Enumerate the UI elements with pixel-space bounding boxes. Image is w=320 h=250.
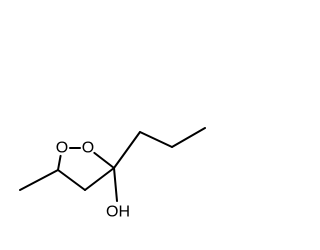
bonds-layer (19, 127, 206, 203)
bond-C3-O10 (113, 167, 119, 203)
bond-C8-C9 (171, 127, 206, 148)
bond-O2-C3 (93, 151, 115, 169)
atom-label-o10: OH (106, 204, 130, 221)
bond-C3-C4 (84, 167, 115, 191)
bond-C5-C6 (19, 169, 59, 191)
atom-label-o2: O (82, 140, 94, 157)
bond-C5-O1 (57, 154, 62, 171)
bond-C4-C5 (57, 169, 86, 191)
bond-C7-C8 (139, 131, 173, 148)
bond-C3-C7 (113, 131, 141, 169)
atom-label-o1: O (56, 140, 68, 157)
